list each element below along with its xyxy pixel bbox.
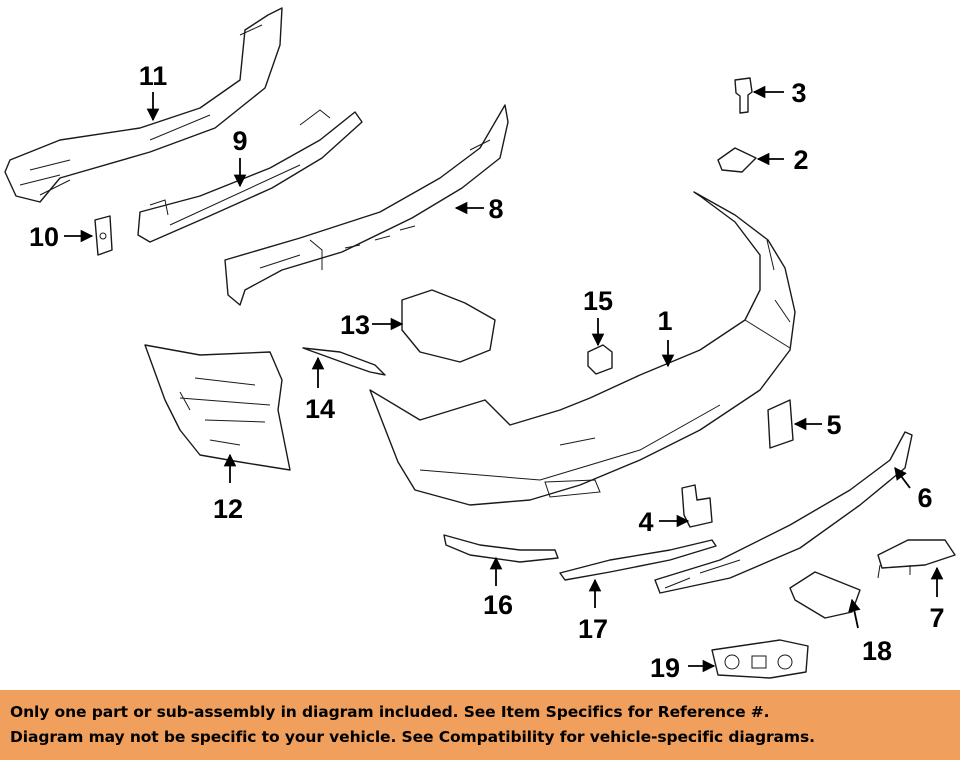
callout-2: 2 — [793, 145, 808, 175]
callout-5: 5 — [826, 410, 841, 440]
leader-lines — [64, 85, 944, 673]
callout-3: 3 — [791, 78, 806, 108]
callout-labels: 11 9 8 10 3 2 13 15 1 14 12 5 6 4 16 17 … — [29, 61, 945, 683]
part-17-moulding — [559, 539, 717, 581]
part-12-panel — [144, 344, 291, 471]
callout-11: 11 — [139, 61, 168, 91]
part-3-bolt — [734, 77, 753, 114]
part-16-moulding — [443, 534, 559, 563]
part-10-bracket — [94, 215, 113, 256]
disclaimer-line-1: Only one part or sub-assembly in diagram… — [10, 703, 770, 721]
callout-12: 12 — [213, 494, 243, 524]
callout-10: 10 — [29, 222, 59, 252]
callout-8: 8 — [488, 194, 503, 224]
part-9-absorber — [137, 109, 363, 243]
part-8-reinforcement — [224, 104, 509, 306]
part-18-module — [789, 571, 861, 619]
disclaimer-footer: Only one part or sub-assembly in diagram… — [0, 690, 960, 760]
part-5-bracket — [767, 399, 794, 449]
callout-9: 9 — [232, 126, 247, 156]
callout-19: 19 — [650, 653, 680, 683]
part-11-reinforcement — [4, 7, 283, 203]
part-15-clip — [587, 344, 613, 375]
callout-7: 7 — [929, 603, 944, 633]
callout-1: 1 — [657, 306, 672, 336]
part-7-sensor — [877, 539, 956, 579]
part-14-strip — [302, 347, 386, 376]
parts-diagram: 11 9 8 10 3 2 13 15 1 14 12 5 6 4 16 17 … — [4, 7, 956, 683]
callout-17: 17 — [578, 614, 608, 644]
part-2-clip — [717, 147, 757, 173]
callout-18: 18 — [862, 636, 892, 666]
part-6-lower-trim — [654, 431, 913, 594]
callout-4: 4 — [638, 507, 653, 537]
callout-14: 14 — [305, 394, 335, 424]
callout-16: 16 — [483, 590, 513, 620]
part-1-bumper-cover — [369, 191, 796, 506]
part-19-housing — [711, 639, 809, 679]
disclaimer-line-2: Diagram may not be specific to your vehi… — [10, 728, 815, 746]
callout-6: 6 — [917, 483, 932, 513]
callout-13: 13 — [340, 310, 370, 340]
callout-15: 15 — [583, 286, 613, 316]
part-13-bracket — [401, 289, 496, 363]
